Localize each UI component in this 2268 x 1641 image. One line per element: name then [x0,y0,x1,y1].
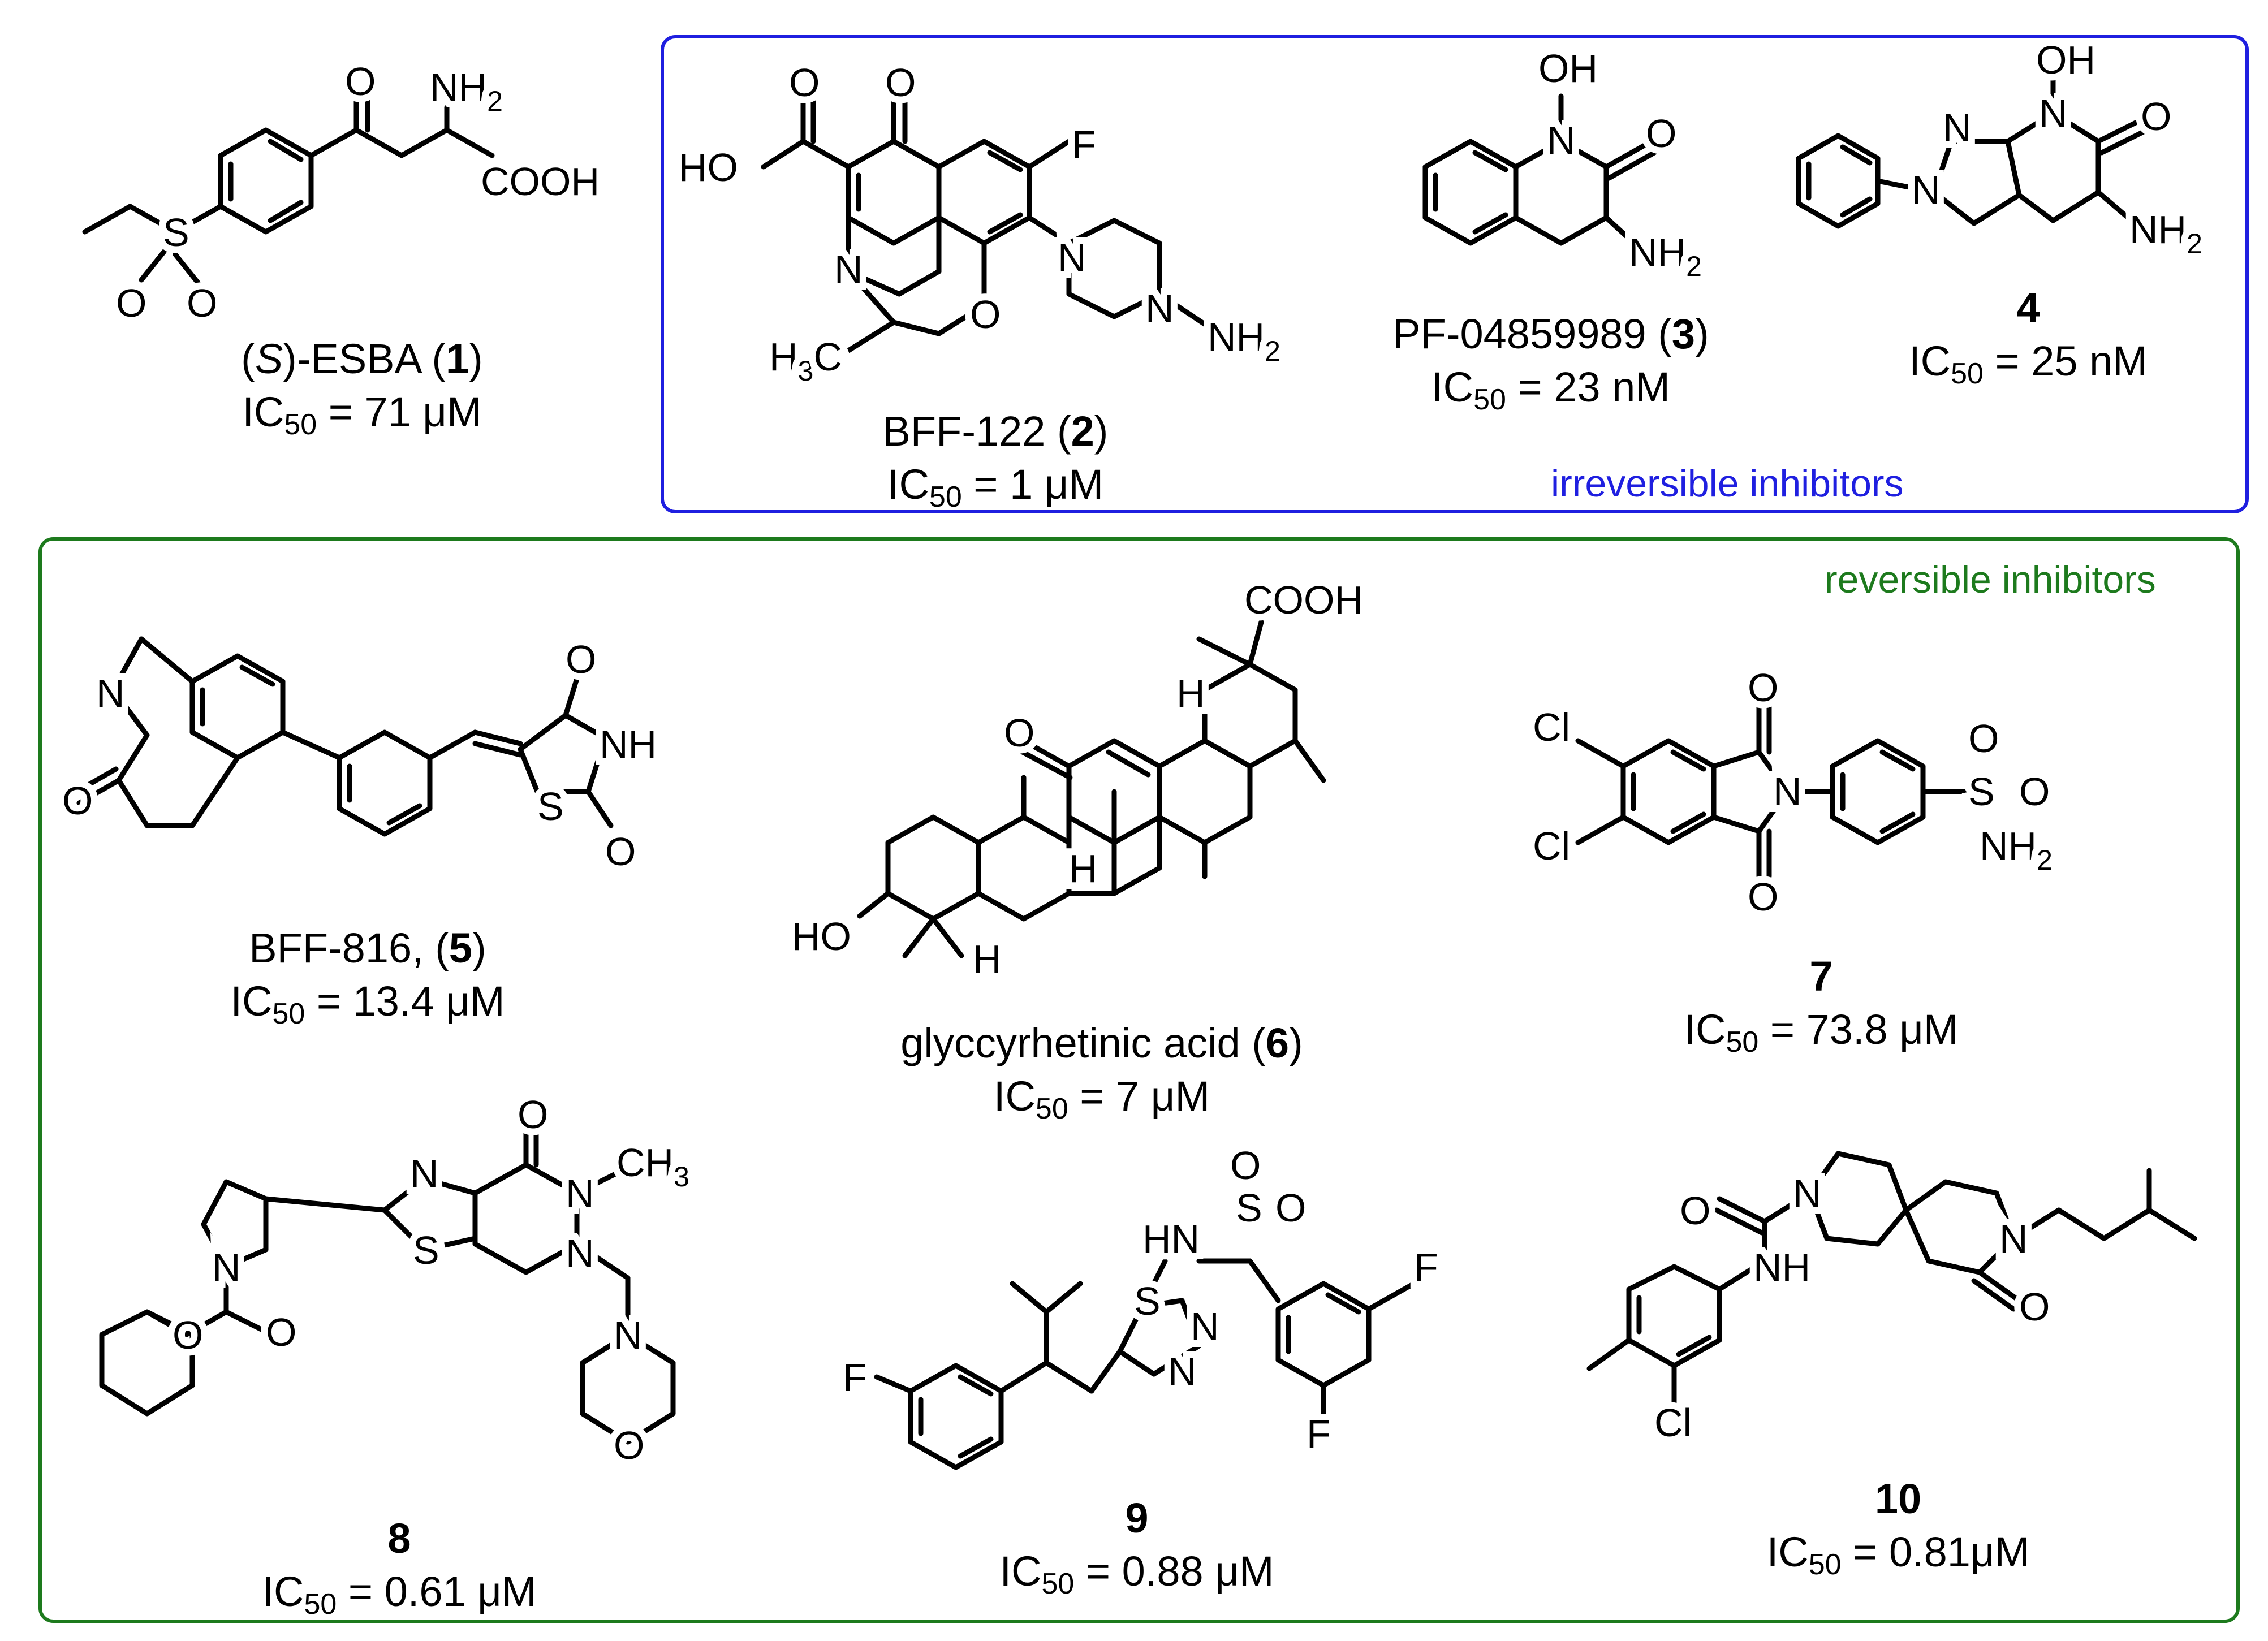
atom-label: O [2019,1285,2050,1329]
atom-label: N [1793,1172,1822,1216]
structure-compound-3: OH N O NH2 [1422,40,1709,289]
atom-label: HO [679,145,738,189]
atom-label: N [566,1231,594,1275]
structure-compound-8: O N N CH3 S N N O O N O [99,1086,696,1474]
atom-label: NH2 [1208,315,1280,367]
atom-label: O [1748,666,1778,710]
atom-label: O [605,830,636,874]
structure-compound-4: OH N N N O NH2 [1796,31,2209,266]
atom-label: S [1134,1279,1161,1323]
atom-label: O [187,281,217,325]
atom-label: COOH [1244,578,1363,622]
atom-label: F [1307,1412,1331,1456]
atom-label: N [212,1245,241,1289]
structure-compound-1: O NH2 COOH S O O [82,53,606,332]
atom-label: O [62,779,93,823]
atom-label: H [973,937,1002,981]
atom-label: N [1547,118,1576,162]
caption-compound-10: 10 IC50 = 0.81μM [1766,1475,2030,1581]
atom-label: O [1968,716,1999,761]
atom-label: N [1168,1350,1197,1394]
atom-label: H [1069,847,1098,891]
atom-label: COOH [481,159,600,204]
atom-label: N [1058,236,1086,280]
atom-label: O [1275,1186,1306,1230]
irreversible-inhibitors-frame [661,35,2249,513]
atom-label: S [1968,770,1995,814]
atom-label: N [96,671,125,715]
caption-compound-7: 7 IC50 = 73.8 μM [1684,953,1959,1059]
atom-label: H3C [769,335,842,387]
atom-label: F [1072,123,1096,167]
atom-label: S [163,210,189,254]
atom-label: OH [1538,46,1598,90]
atom-label: S [1236,1186,1262,1230]
caption-compound-5: BFF-816, (5) IC50 = 13.4 μM [230,925,505,1030]
irreversible-inhibitors-title: irreversible inhibitors [1551,462,1904,505]
atom-label: N [1912,168,1941,212]
atom-label: N [1145,287,1174,331]
atom-label: S [413,1228,439,1272]
atom-label: HN [1142,1217,1200,1261]
caption-compound-4: 4 IC50 = 25 nM [1909,284,2148,390]
structure-compound-6: COOH O H H H HO [785,571,1370,988]
atom-label: N [566,1172,594,1216]
atom-label: NH2 [2129,208,2202,260]
reversible-inhibitors-title: reversible inhibitors [1825,558,2156,601]
atom-label: O [789,61,820,105]
atom-label: Cl [1654,1401,1692,1445]
atom-label: N [2039,92,2068,136]
atom-label: NH [600,722,657,766]
structure-compound-9: O O HN S S N N F F F [836,1137,1445,1470]
structure-compound-10: O N N NH O Cl [1586,1151,2197,1452]
atom-label: O [614,1423,644,1467]
atom-label: N [614,1313,643,1357]
atom-label: H [1176,671,1205,715]
atom-label: NH2 [1629,230,1702,282]
atom-label: NH2 [1980,824,2053,876]
atom-label: O [345,59,376,103]
atom-label: NH2 [430,65,503,117]
atom-label: O [885,61,916,105]
atom-label: O [1004,711,1034,755]
atom-label: HO [792,914,851,958]
atom-label: O [116,281,146,325]
atom-label: Cl [1533,824,1570,868]
reversible-inhibitors-frame [38,537,2240,1623]
atom-label: N [410,1152,439,1196]
atom-label: O [1646,111,1676,156]
atom-label: N [834,247,863,291]
caption-compound-3: PF-04859989 (3) IC50 = 23 nM [1392,310,1709,416]
atom-label: O [518,1092,548,1137]
atom-label: NH [1753,1245,1810,1289]
atom-label: N [1999,1217,2028,1261]
atom-label: O [970,292,1001,336]
atom-label: Cl [1533,705,1570,749]
atom-label: O [2141,94,2171,139]
caption-compound-8: 8 IC50 = 0.61 μM [262,1515,537,1621]
atom-label: O [1230,1143,1261,1187]
atom-label: O [566,637,596,681]
atom-label: O [1748,875,1778,919]
caption-compound-2: BFF-122 (2) IC50 = 1 μM [882,408,1109,513]
atom-label: N [1943,106,1972,150]
caption-compound-1: (S)-ESBA (1) IC50 = 71 μM [241,335,483,441]
atom-label: O [1680,1189,1710,1233]
structure-compound-2: O HO O F N N N NH2 O H3C [672,54,1287,394]
atom-label: OH [2036,38,2095,82]
atom-label: F [1414,1245,1438,1289]
atom-label: CH3 [616,1141,689,1193]
atom-label: O [2019,770,2050,814]
caption-compound-9: 9 IC50 = 0.88 μM [999,1495,1274,1600]
atom-label: S [537,784,564,828]
atom-label: N [1191,1305,1219,1349]
structure-compound-7: Cl Cl O O N S O O NH2 [1526,659,2059,926]
atom-label: O [266,1310,296,1354]
atom-label: O [173,1313,203,1357]
atom-label: N [1773,770,1802,814]
atom-label: F [843,1355,867,1400]
caption-compound-6: glyccyrhetinic acid (6) IC50 = 7 μM [900,1020,1303,1125]
structure-compound-5: O N O NH S O [55,631,663,880]
